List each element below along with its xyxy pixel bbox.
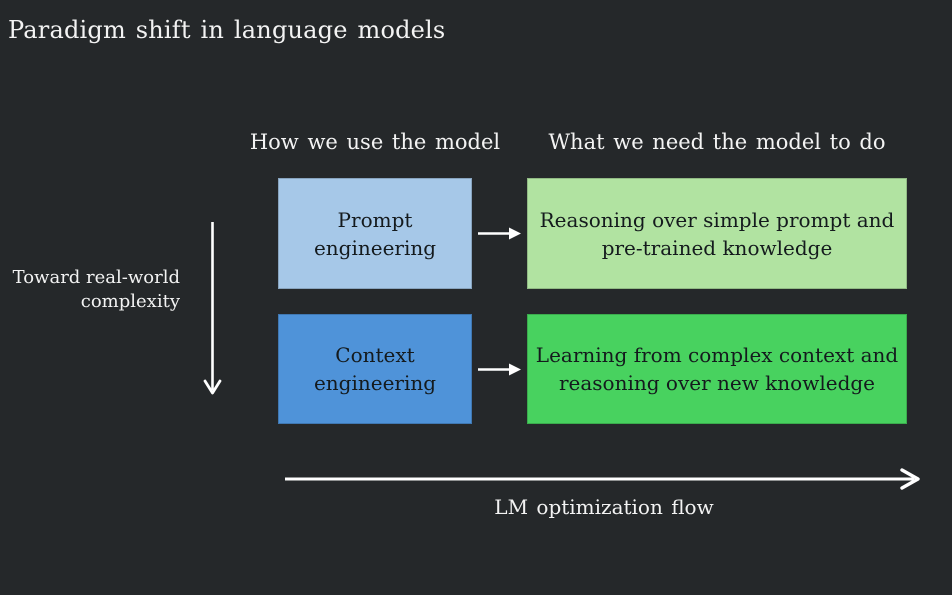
right-arrow-icon [478,227,521,240]
vertical-axis-label: Toward real-world complexity [12,267,180,313]
method-box-prompt-engineering: Prompt engineering [278,178,472,289]
method-box-context-engineering: Context engineering [278,314,472,424]
column-header-need: What we need the model to do [548,130,886,154]
page-title: Paradigm shift in language models [8,16,446,44]
right-arrow-icon [478,363,521,376]
down-arrow-icon [203,222,222,395]
need-box-reasoning: Reasoning over simple prompt and pre-tra… [527,178,907,289]
need-box-learning: Learning from complex context and reason… [527,314,907,424]
column-header-usage: How we use the model [249,130,501,154]
horizontal-axis-label: LM optimization flow [494,495,714,519]
right-arrow-icon-long [285,468,920,490]
